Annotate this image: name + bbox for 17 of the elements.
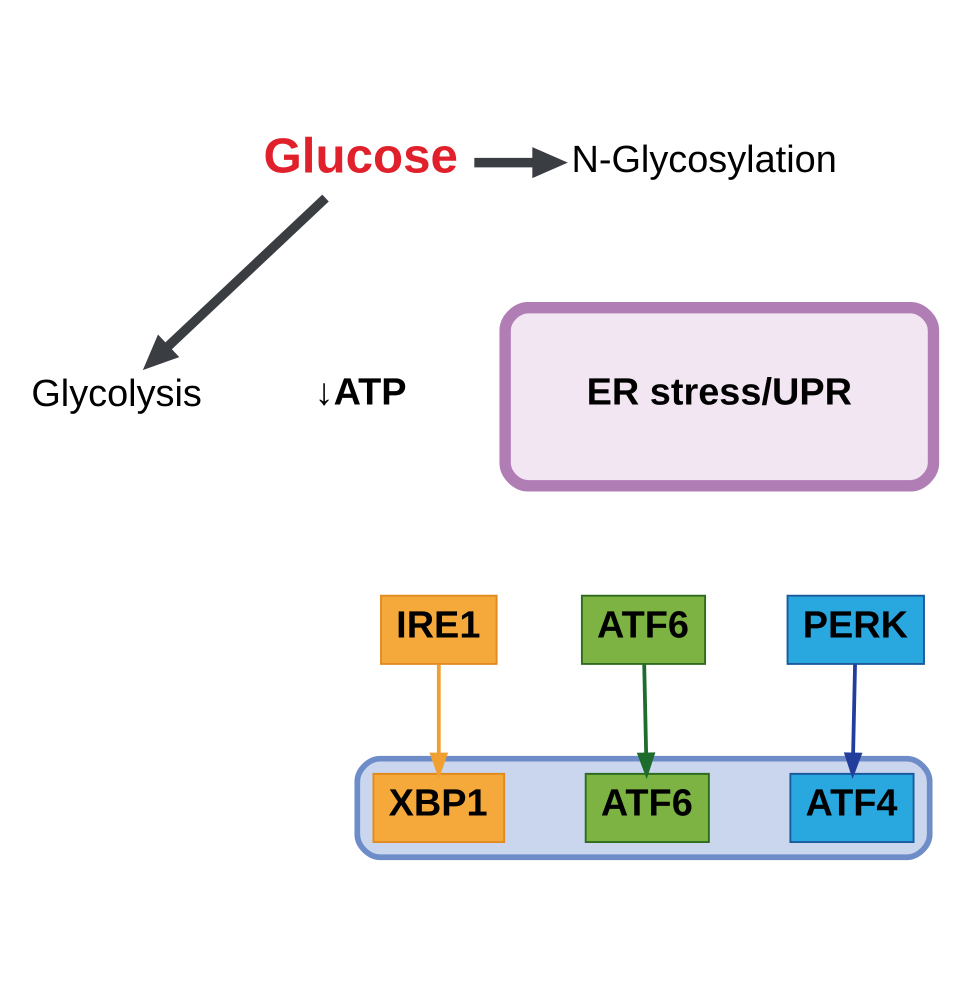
arrow <box>430 664 448 780</box>
node-box: ATF4 <box>789 772 915 844</box>
node-text: Glucose <box>263 128 458 184</box>
node-box: XBP1 <box>372 772 506 844</box>
cluster <box>354 756 933 860</box>
arrow <box>636 664 656 780</box>
label: ↓ATP <box>314 371 407 414</box>
node-box: ATF6 <box>580 594 706 665</box>
node-text: Glycolysis <box>31 373 202 416</box>
node-box: ER stress/UPR <box>499 302 940 492</box>
node-text: N-Glycosylation <box>571 139 837 182</box>
arrow <box>474 147 568 178</box>
node-box: ATF6 <box>584 772 710 844</box>
node-box: PERK <box>786 594 925 665</box>
arrow <box>142 194 329 370</box>
node-box: IRE1 <box>380 594 498 665</box>
arrow <box>844 664 862 780</box>
